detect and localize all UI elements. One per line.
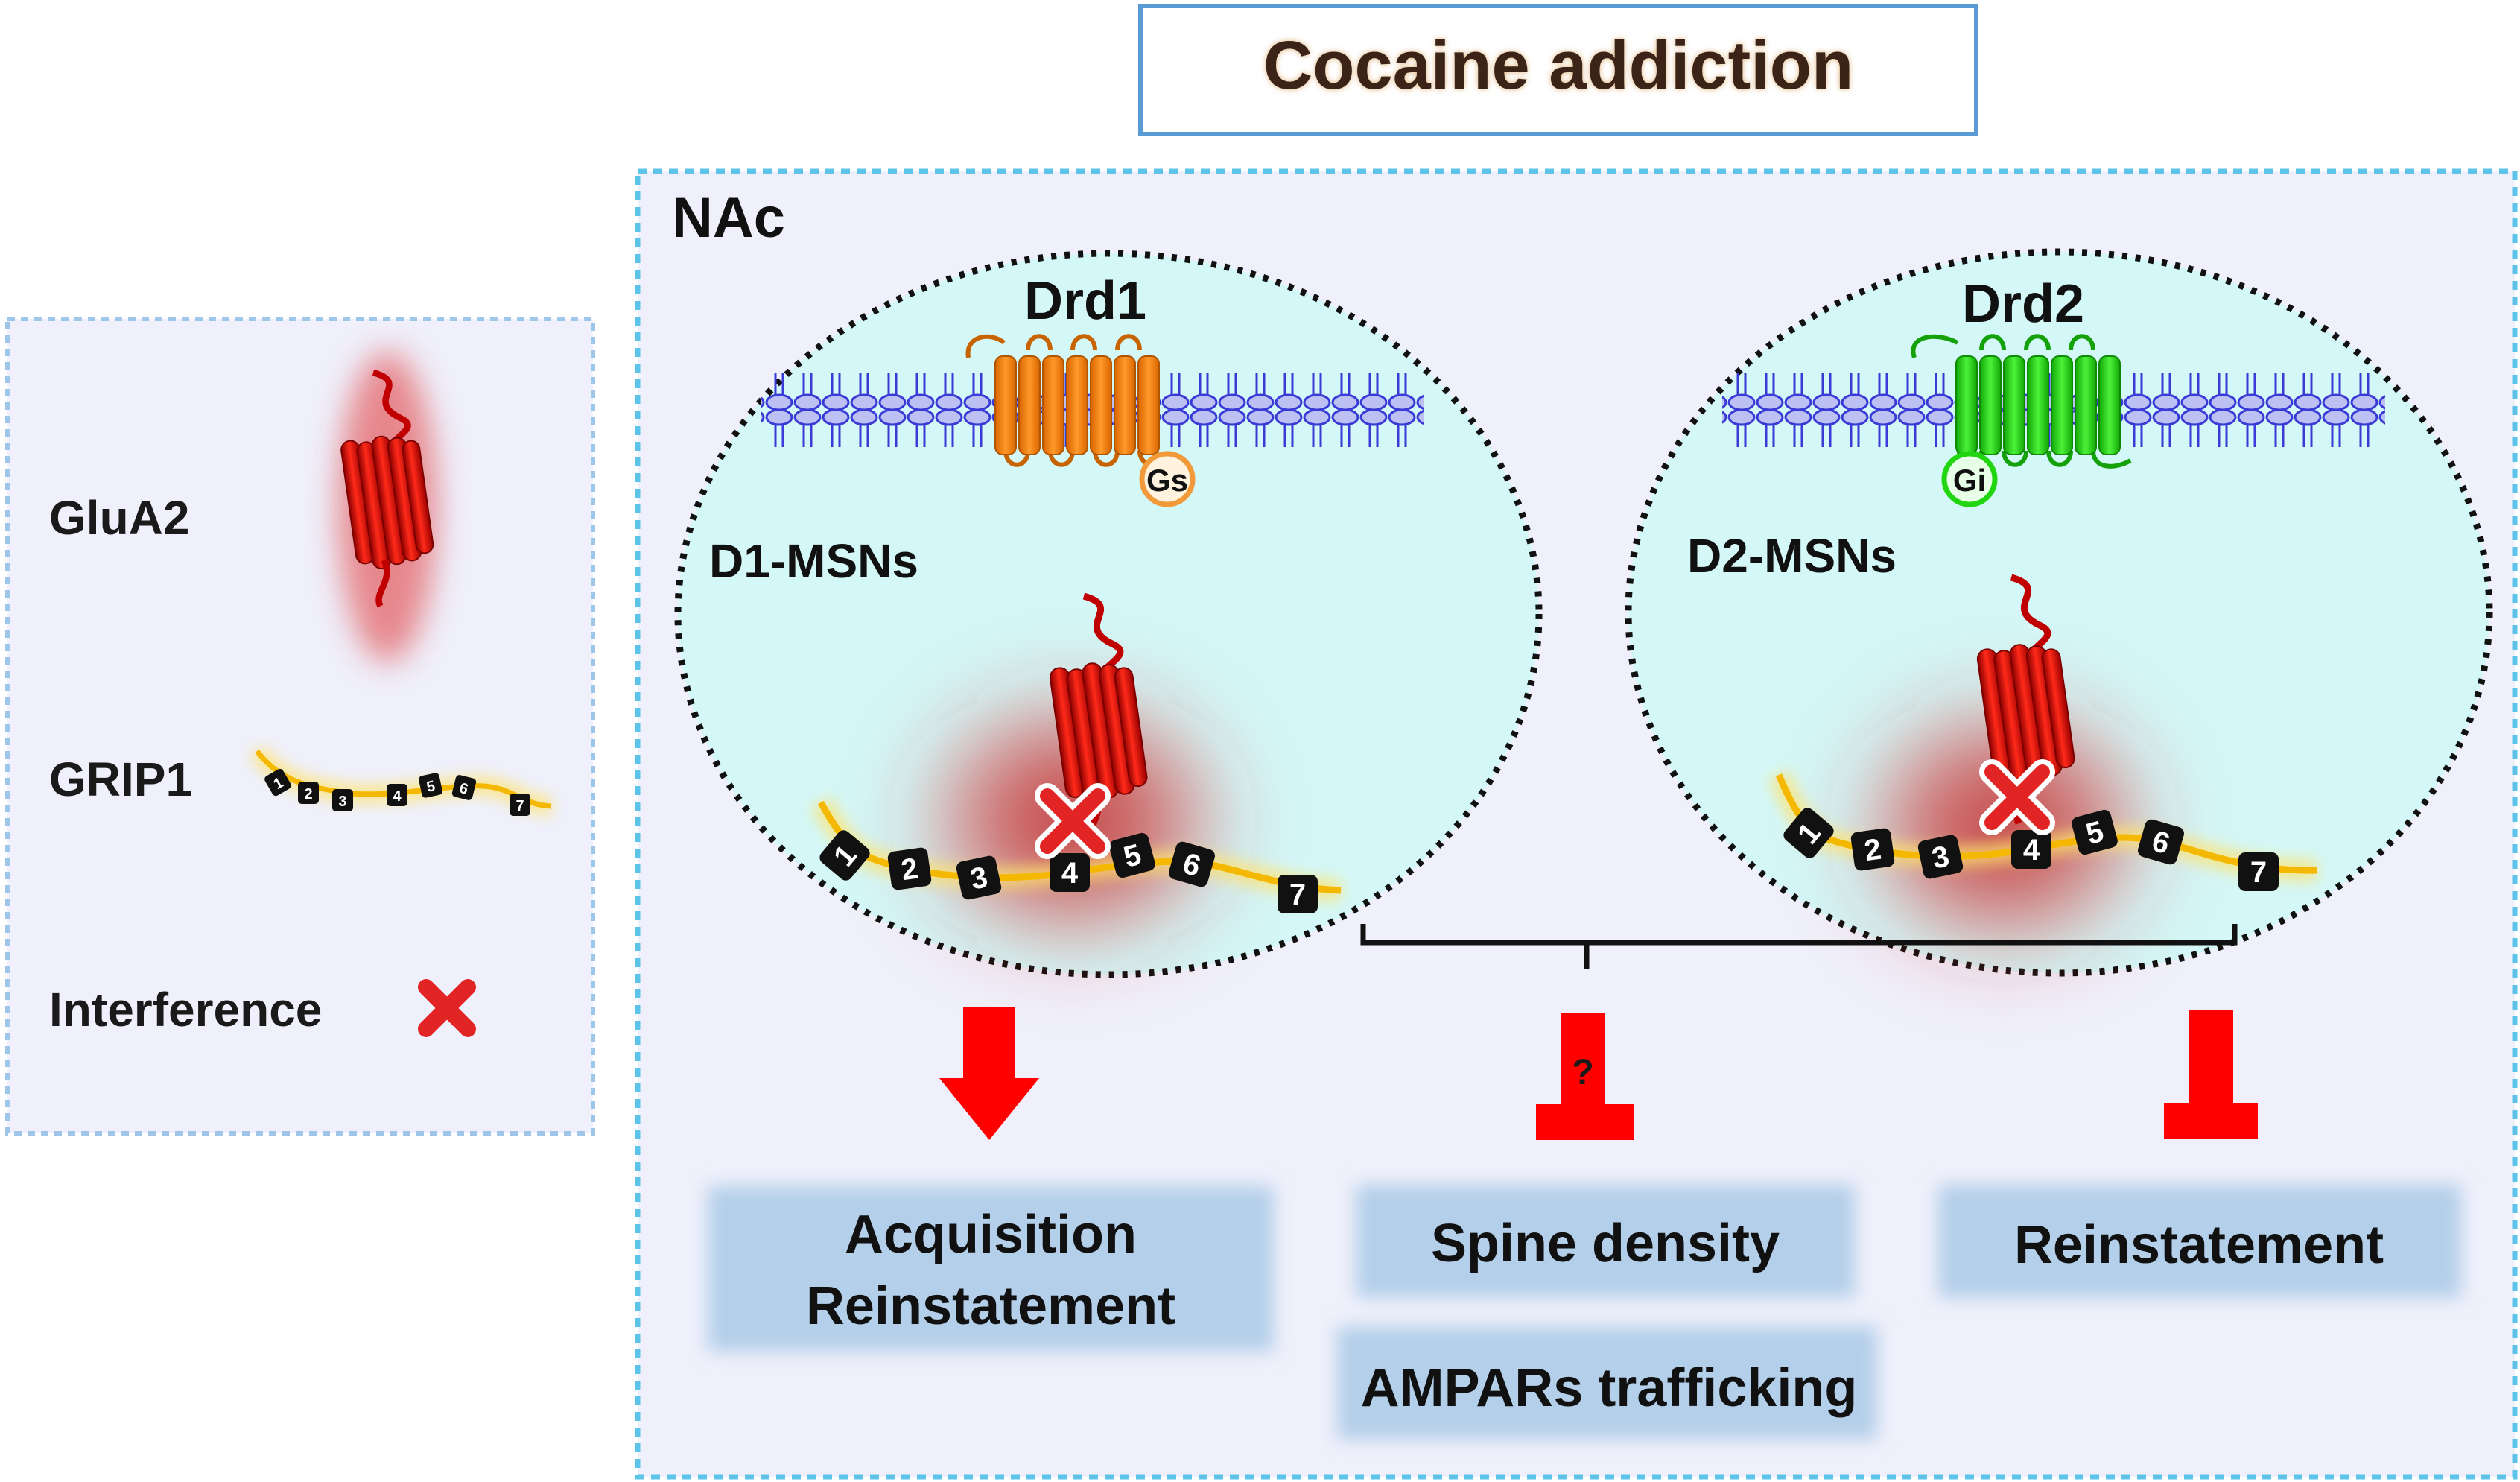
d1-outcome-acquisition: Acquisition <box>845 1205 1137 1264</box>
legend-grip1-icon: 1 2 3 4 5 6 7 <box>249 744 553 816</box>
d1-interference-mark <box>1047 796 1098 846</box>
legend-domain-2: 2 <box>304 786 312 802</box>
d2-msns-label: D2-MSNs <box>1687 529 1897 583</box>
drd1-receptor <box>965 334 1168 468</box>
legend-grip1-label: GRIP1 <box>49 753 192 806</box>
d1-pdz-domains: 1 2 3 4 5 6 7 <box>819 830 1318 913</box>
d2-pdz-3: 3 <box>1917 835 1964 879</box>
title-box: Cocaine addiction Cocaine addiction <box>1138 4 1978 136</box>
svg-text:Gi: Gi <box>1953 463 1986 498</box>
gi-protein: Gi <box>1941 451 1998 507</box>
d1-pdz-3: 3 <box>956 855 1002 900</box>
nac-label: NAc <box>672 186 785 250</box>
svg-text:Gs: Gs <box>1146 463 1188 498</box>
d1-msns-label: D1-MSNs <box>709 534 918 588</box>
d1-pdz-4: 4 <box>1050 853 1090 892</box>
drd2-label: Drd2 <box>1962 274 2084 334</box>
svg-text:7: 7 <box>1289 878 1306 911</box>
d2-pdz-1: 1 <box>1783 808 1834 858</box>
d1-pdz-6: 6 <box>1169 841 1215 887</box>
d2-pdz-5: 5 <box>2072 809 2118 855</box>
title-text: Cocaine addiction <box>1263 28 1853 104</box>
d1-outcome-box: Acquisition Reinstatement <box>708 1186 1274 1352</box>
legend-domain-4: 4 <box>393 788 402 805</box>
d2-msn-cell: Drd2 Gi D2-MSNs 1 2 3 4 5 6 7 <box>1625 248 2493 977</box>
d1-outcome-reinstatement: Reinstatement <box>806 1276 1175 1336</box>
question-mark: ? <box>1572 1053 1593 1092</box>
shared-bracket <box>1360 924 2238 969</box>
legend-domain-5: 5 <box>425 778 437 796</box>
d2-inhibit-symbol <box>2164 1010 2258 1139</box>
d2-interference-mark <box>1992 772 2043 823</box>
ampars-trafficking-text: AMPARs trafficking <box>1361 1358 1858 1418</box>
d1-promote-arrow <box>939 1007 1039 1140</box>
svg-text:Cocaine addiction: Cocaine addiction <box>1263 28 1853 104</box>
legend-glua2-label: GluA2 <box>49 491 189 545</box>
drd1-label: Drd1 <box>1024 271 1146 331</box>
legend-interference-icon <box>418 979 476 1037</box>
d1-pdz-7: 7 <box>1278 875 1318 913</box>
d2-outcome-box: Reinstatement <box>1938 1185 2461 1298</box>
d2-pdz-7: 7 <box>2238 852 2279 891</box>
spine-density-text: Spine density <box>1431 1214 1780 1273</box>
legend-domain-3: 3 <box>338 794 346 810</box>
gs-protein: Gs <box>1139 451 1196 507</box>
svg-text:7: 7 <box>2250 856 2267 889</box>
legend-panel: GluA2 GRIP1 1 2 3 4 5 6 7 Interference <box>5 317 595 1136</box>
d1-msn-cell: Drd1 Gs D1-MSNs 1 2 3 4 5 6 7 <box>674 250 1543 978</box>
svg-text:4: 4 <box>2023 834 2040 867</box>
d2-pdz-domains: 1 2 3 4 5 6 7 <box>1783 808 2279 891</box>
svg-text:4: 4 <box>1061 857 1079 890</box>
legend-domain-7: 7 <box>515 798 524 814</box>
shared-inhibit-symbol: ? <box>1536 1013 1634 1140</box>
d2-pdz-6: 6 <box>2138 819 2184 865</box>
ampars-trafficking-box: AMPARs trafficking <box>1337 1326 1877 1440</box>
d2-outcome-reinstatement: Reinstatement <box>2014 1215 2384 1275</box>
legend-interference-label: Interference <box>49 983 322 1036</box>
d1-pdz-5: 5 <box>1109 832 1155 878</box>
spine-density-box: Spine density <box>1356 1185 1855 1298</box>
legend-glua2-icon <box>338 351 437 663</box>
legend-domain-6: 6 <box>457 780 469 798</box>
d1-pdz-2: 2 <box>887 847 932 890</box>
d2-pdz-2: 2 <box>1850 828 1895 871</box>
d2-pdz-4: 4 <box>2011 830 2051 869</box>
d1-pdz-1: 1 <box>819 830 870 881</box>
